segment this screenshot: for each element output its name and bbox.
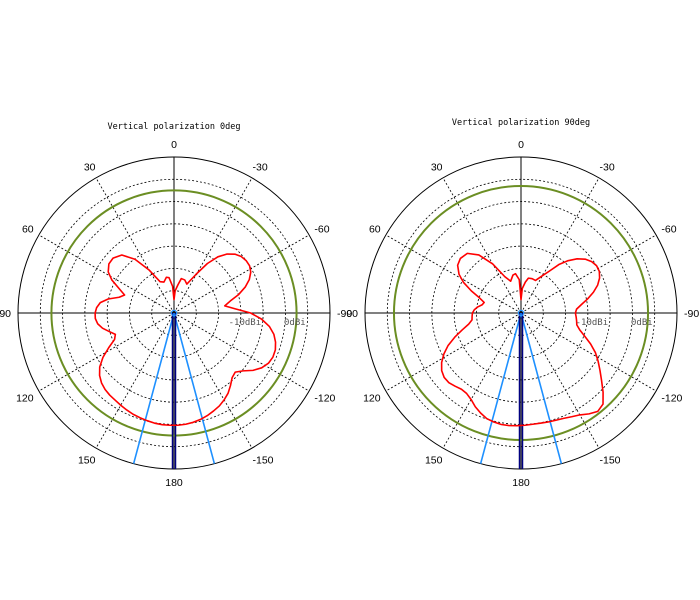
angle-tick-label: 120 xyxy=(16,393,34,405)
angle-tick-label: 90 xyxy=(346,308,358,320)
angle-tick-label: 0 xyxy=(518,139,524,151)
grid-spoke xyxy=(520,312,657,392)
grid-spoke xyxy=(95,177,175,314)
grid-spoke xyxy=(173,177,253,314)
center-marker xyxy=(170,309,178,317)
grid-spoke xyxy=(520,312,600,449)
angle-tick-label: 180 xyxy=(165,477,183,489)
grid-spoke xyxy=(520,177,600,314)
angle-tick-label: 60 xyxy=(369,224,381,236)
angle-tick-label: -150 xyxy=(253,454,274,466)
polar-chart-left: Vertical polarization 0deg 0 -30 -60 -90 -12… xyxy=(0,122,352,489)
angle-tick-label: -120 xyxy=(314,393,335,405)
beam-edge-line xyxy=(132,312,175,464)
beam-edge-line xyxy=(520,312,563,464)
grid-spoke xyxy=(520,234,657,314)
radiation-pattern-left xyxy=(94,253,277,427)
radial-scale-label: -10dBi xyxy=(229,318,262,328)
grid-spoke xyxy=(442,312,522,449)
angle-tick-label: 180 xyxy=(512,477,530,489)
radial-scale-label: 0dBi xyxy=(284,318,306,328)
polar-chart-right: Vertical polarization 90deg 0 -30 -60 -90 -1… xyxy=(346,118,699,489)
beam-edge-line xyxy=(479,312,522,464)
angle-tick-label: 30 xyxy=(431,162,443,174)
angle-tick-label: -30 xyxy=(253,162,268,174)
angle-tick-label: 150 xyxy=(425,454,443,466)
chart-title-right: Vertical polarization 90deg xyxy=(452,118,590,128)
beam-edge-line xyxy=(173,312,216,464)
grid-spoke xyxy=(442,177,522,314)
angle-tick-label: -60 xyxy=(661,224,676,236)
angle-tick-label: 90 xyxy=(0,308,11,320)
angle-tick-label: -90 xyxy=(337,308,352,320)
grid-spoke xyxy=(385,234,522,314)
angle-tick-label: -60 xyxy=(314,224,329,236)
chart-title-left: Vertical polarization 0deg xyxy=(107,122,240,132)
grid-spoke xyxy=(38,234,175,314)
angle-tick-label: -90 xyxy=(684,308,699,320)
radial-scale-label: 0dBi xyxy=(631,318,653,328)
radiation-pattern-right xyxy=(440,252,604,427)
grid-spoke xyxy=(385,312,522,392)
reference-ring-left xyxy=(50,189,298,437)
grid-spoke xyxy=(95,312,175,449)
angle-tick-label: -120 xyxy=(661,393,682,405)
angle-tick-label: 60 xyxy=(22,224,34,236)
grid-spoke xyxy=(173,312,253,449)
angle-tick-label: 120 xyxy=(363,393,381,405)
angle-tick-label: -30 xyxy=(600,162,615,174)
reference-ring-right xyxy=(392,184,650,442)
angle-tick-label: -150 xyxy=(600,454,621,466)
grid-spoke xyxy=(173,234,310,314)
center-marker xyxy=(517,309,525,317)
angle-tick-label: 0 xyxy=(171,139,177,151)
angle-tick-label: 30 xyxy=(84,162,96,174)
angle-tick-label: 150 xyxy=(78,454,96,466)
grid-spoke xyxy=(173,312,310,392)
grid-spoke xyxy=(38,312,175,392)
radial-scale-label: -10dBi xyxy=(576,318,609,328)
